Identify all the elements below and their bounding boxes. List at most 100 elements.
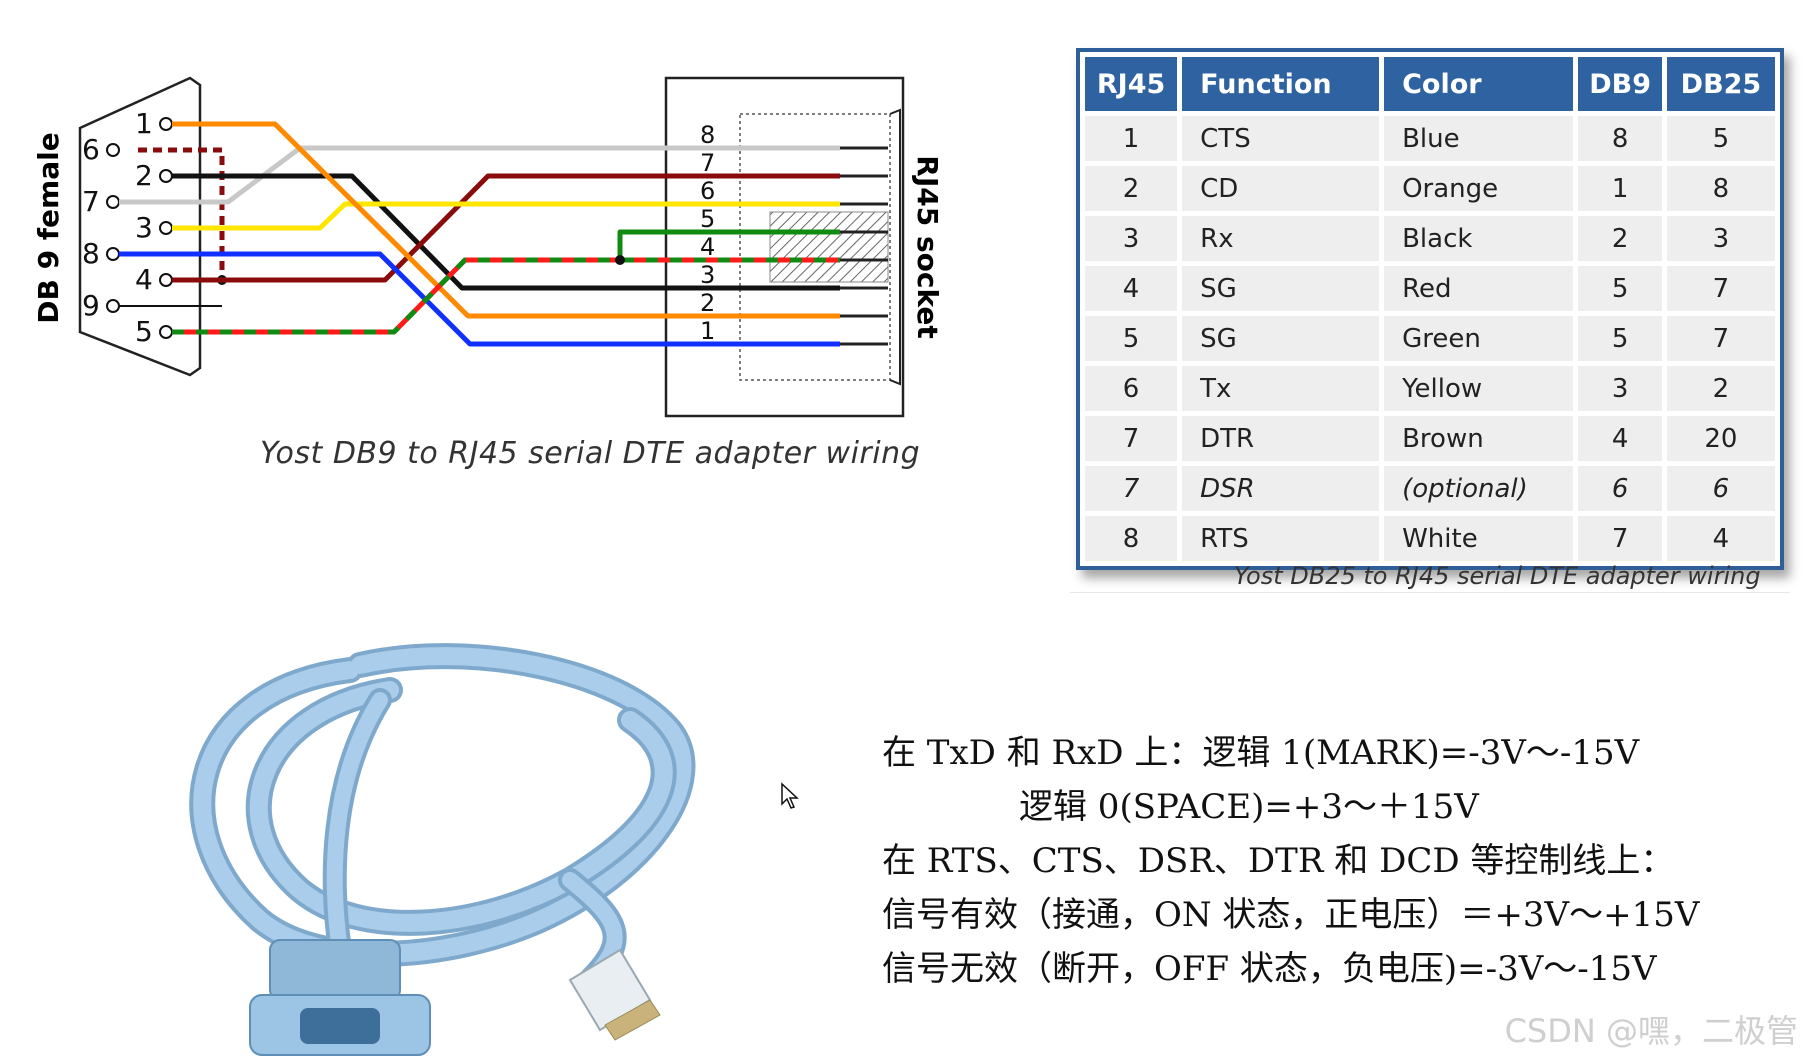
cell-db25: 3	[1666, 216, 1775, 261]
rj45-pin-2: 2	[700, 289, 715, 317]
db9-pin-7: 7	[82, 185, 100, 218]
rj45-contact-area	[739, 113, 891, 381]
table-row: 7 DSR (optional) 6 6	[1085, 466, 1775, 511]
cell-rj45: 3	[1085, 216, 1178, 261]
db9-connector-shell	[78, 76, 202, 377]
cell-function: CTS	[1182, 116, 1380, 161]
header-function: Function	[1182, 57, 1380, 111]
rj45-pin-1: 1	[700, 317, 715, 345]
rj45-pin-7: 7	[700, 149, 715, 177]
wire-yellow	[172, 201, 840, 231]
rj45-hatched-region	[769, 211, 889, 283]
rj45-pin-numbers: 8 7 6 5 4 3 2 1	[700, 121, 715, 345]
wire-green-stripe	[172, 257, 840, 335]
note-line-3: 在 RTS、CTS、DSR、DTR 和 DCD 等控制线上：	[882, 841, 1675, 881]
db9-rj45-wiring-diagram: DB 9 female RJ45 socket 8 7 6 5 4 3 2 1 …	[32, 76, 944, 418]
rj45-pin-3: 3	[700, 261, 715, 289]
cell-function: DTR	[1182, 416, 1380, 461]
cell-color: Black	[1384, 216, 1574, 261]
cell-color: Red	[1384, 266, 1574, 311]
table-row: 5 SG Green 5 7	[1085, 316, 1775, 361]
db9-pin-5: 5	[135, 315, 153, 348]
db25-table-caption: Yost DB25 to RJ45 serial DTE adapter wir…	[1234, 562, 1761, 590]
wire-junction-sg	[615, 255, 625, 265]
header-db25: DB25	[1666, 57, 1775, 111]
cell-color: Blue	[1384, 116, 1574, 161]
wire-black	[172, 173, 840, 291]
cell-rj45: 7	[1085, 416, 1178, 461]
cell-color: White	[1384, 516, 1574, 561]
rj45-pin-6: 6	[700, 177, 715, 205]
cell-db25: 7	[1666, 316, 1775, 361]
cell-db9: 5	[1578, 316, 1662, 361]
cell-rj45: 7	[1085, 466, 1178, 511]
table-row: 8 RTS White 7 4	[1085, 516, 1775, 561]
rj45-latch	[889, 108, 901, 386]
note-line-5: 信号无效（断开，OFF 状态，负电压)=-3V～-15V	[882, 949, 1657, 989]
table-row: 1 CTS Blue 8 5	[1085, 116, 1775, 161]
cell-rj45: 1	[1085, 116, 1178, 161]
header-rj45: RJ45	[1085, 57, 1178, 111]
note-line-1: 在 TxD 和 RxD 上：逻辑 1(MARK)=-3V～-15V	[882, 733, 1640, 773]
cell-function: Rx	[1182, 216, 1380, 261]
db9-diagram-caption: Yost DB9 to RJ45 serial DTE adapter wiri…	[260, 436, 921, 471]
db9-pin-9: 9	[82, 289, 100, 322]
cell-db9: 4	[1578, 416, 1662, 461]
wire-orange	[172, 121, 840, 319]
cell-rj45: 4	[1085, 266, 1178, 311]
rj45-contacts	[836, 146, 888, 346]
cell-db9: 7	[1578, 516, 1662, 561]
cell-color: Orange	[1384, 166, 1574, 211]
db9-pin-2: 2	[135, 159, 153, 192]
table-row: 3 Rx Black 2 3	[1085, 216, 1775, 261]
cell-function: Tx	[1182, 366, 1380, 411]
cell-db25: 20	[1666, 416, 1775, 461]
cell-db25: 7	[1666, 266, 1775, 311]
cell-rj45: 2	[1085, 166, 1178, 211]
db9-pin-6: 6	[82, 133, 100, 166]
cell-function: DSR	[1182, 466, 1380, 511]
cell-db25: 4	[1666, 516, 1775, 561]
rj45-label: RJ45 socket	[911, 155, 944, 338]
pinout-table: RJ45 Function Color DB9 DB25 1 CTS Blue …	[1080, 52, 1780, 566]
header-db9: DB9	[1578, 57, 1662, 111]
cell-rj45: 6	[1085, 366, 1178, 411]
rj45-pin-8: 8	[700, 121, 715, 149]
note-line-4: 信号有效（接通，ON 状态，正电压）＝+3V～+15V	[882, 895, 1700, 935]
cell-function: CD	[1182, 166, 1380, 211]
cell-db9: 3	[1578, 366, 1662, 411]
header-color: Color	[1384, 57, 1574, 111]
db9-plug	[249, 939, 431, 1056]
table-row: 7 DTR Brown 4 20	[1085, 416, 1775, 461]
cell-db9: 1	[1578, 166, 1662, 211]
voltage-notes: 在 TxD 和 RxD 上：逻辑 1(MARK)=-3V～-15V 逻辑 0(S…	[882, 726, 1782, 996]
rj45-socket-body	[664, 76, 905, 418]
cell-color: Brown	[1384, 416, 1574, 461]
cell-rj45: 8	[1085, 516, 1178, 561]
mouse-cursor-icon	[781, 782, 799, 809]
cell-color: Green	[1384, 316, 1574, 361]
cable-coil	[189, 643, 696, 992]
cell-color: (optional)	[1384, 466, 1574, 511]
cell-function: SG	[1182, 266, 1380, 311]
cell-color: Yellow	[1384, 366, 1574, 411]
cell-db25: 5	[1666, 116, 1775, 161]
db9-pin-4: 4	[135, 263, 153, 296]
table-row: 2 CD Orange 1 8	[1085, 166, 1775, 211]
table-row: 6 Tx Yellow 3 2	[1085, 366, 1775, 411]
wire-dsr-dotted	[138, 147, 225, 280]
cell-rj45: 5	[1085, 316, 1178, 361]
cell-db9: 8	[1578, 116, 1662, 161]
note-line-2: 逻辑 0(SPACE)=+3～＋15V	[1019, 787, 1479, 827]
db9-pin-1: 1	[135, 107, 153, 140]
cell-db9: 5	[1578, 266, 1662, 311]
pinout-table-frame: RJ45 Function Color DB9 DB25 1 CTS Blue …	[1076, 48, 1784, 570]
db9-pin-labels: 1 6 2 7 3 8 4 9 5	[82, 107, 153, 348]
db9-label: DB 9 female	[32, 132, 65, 323]
cell-function: SG	[1182, 316, 1380, 361]
wire-brown	[172, 173, 840, 283]
wire-green	[617, 229, 840, 260]
cell-db25: 8	[1666, 166, 1775, 211]
watermark: CSDN @嘿，二极管	[1504, 1012, 1798, 1050]
table-header-row: RJ45 Function Color DB9 DB25	[1085, 57, 1775, 111]
